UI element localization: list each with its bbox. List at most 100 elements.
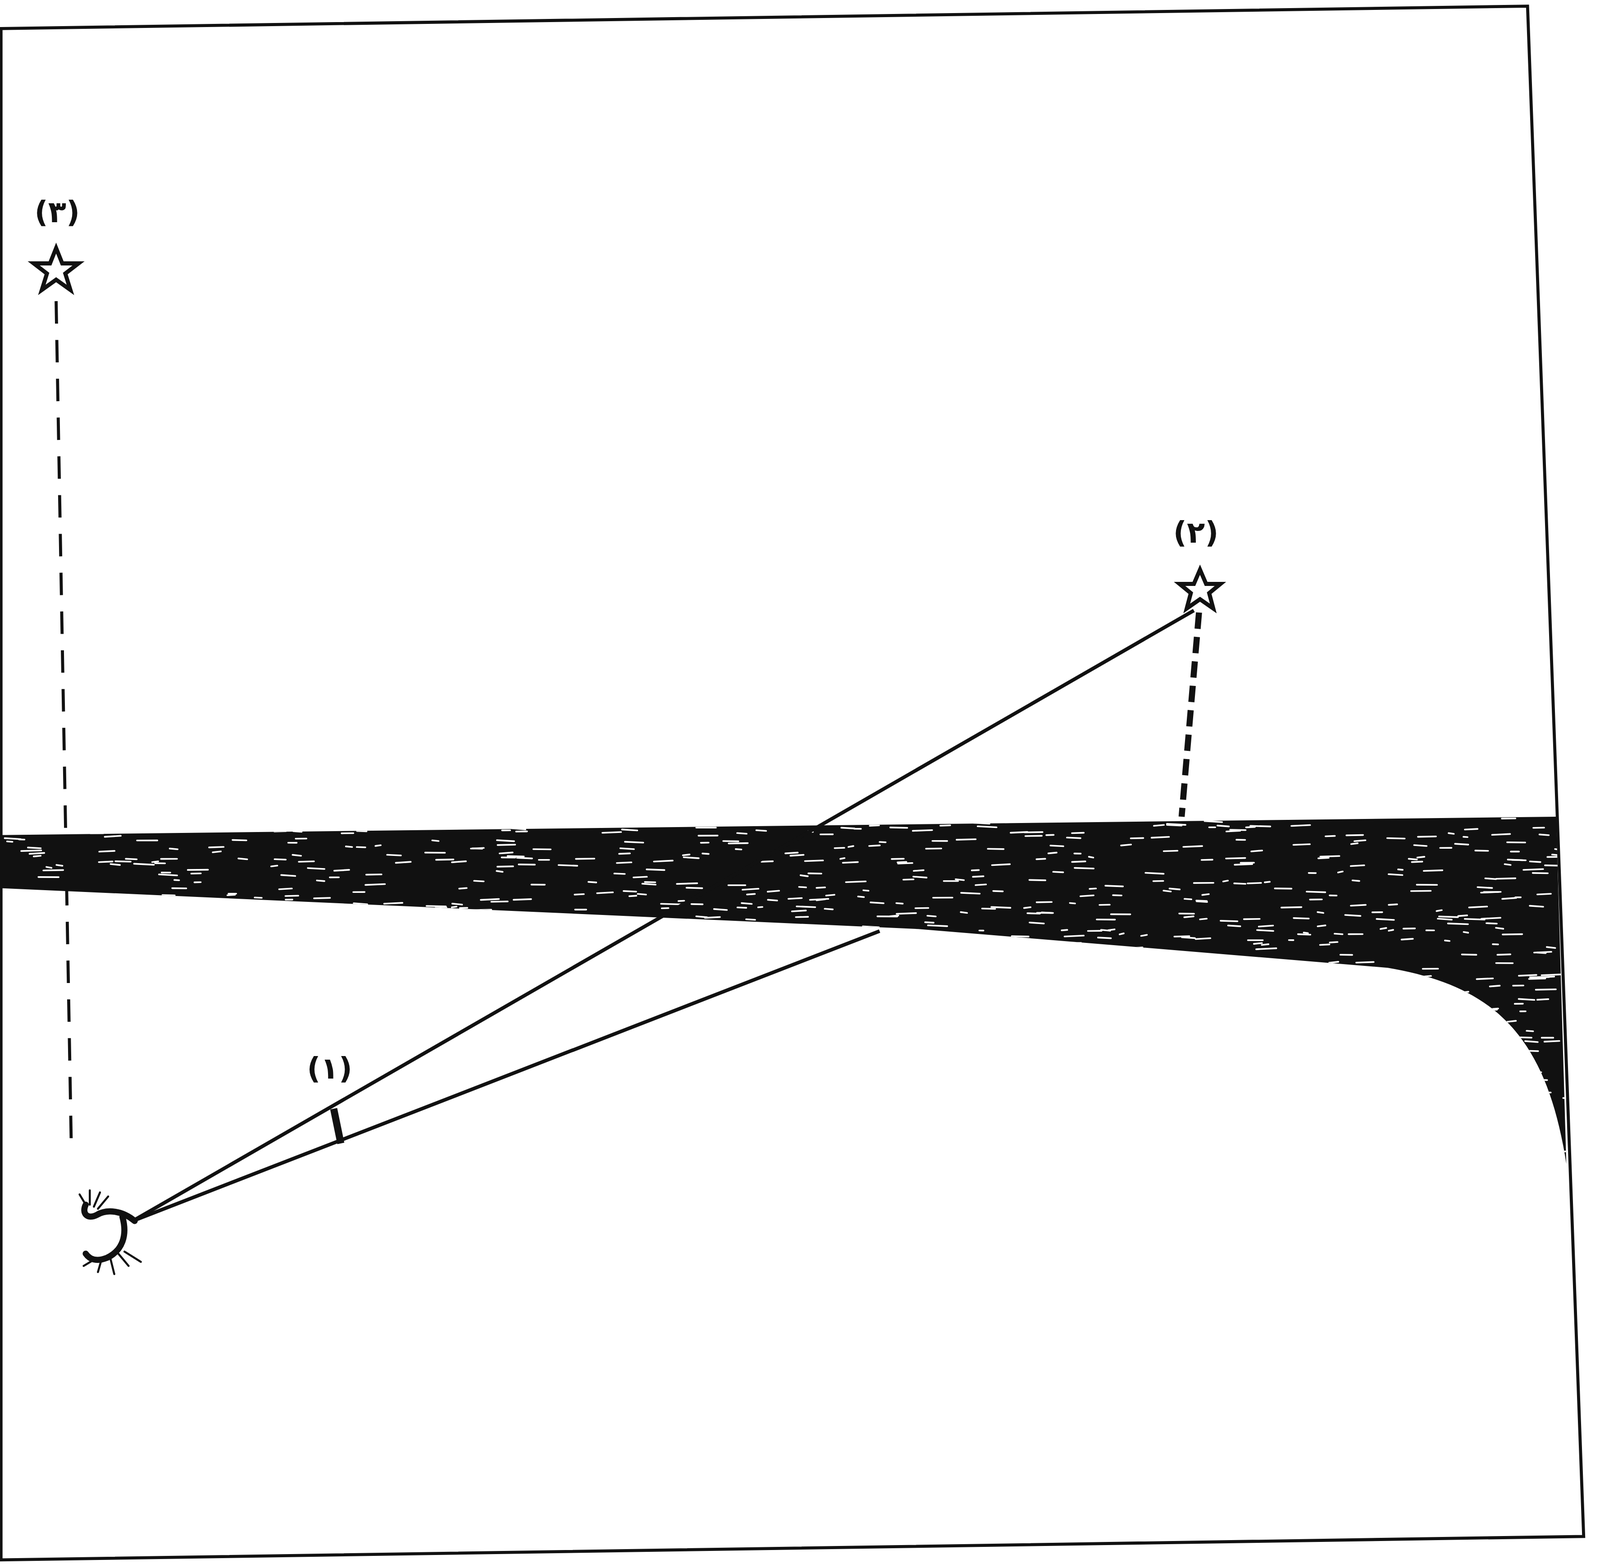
texture-streak — [417, 1067, 436, 1070]
texture-streak — [1177, 1112, 1191, 1114]
texture-streak — [1036, 857, 1046, 861]
texture-streak — [1132, 977, 1145, 979]
texture-streak — [100, 1116, 110, 1118]
texture-streak — [346, 846, 353, 847]
texture-streak — [4, 1049, 21, 1051]
texture-streak — [943, 879, 958, 882]
texture-streak — [816, 1138, 836, 1139]
texture-streak — [1481, 1069, 1500, 1071]
texture-streak — [1415, 1078, 1425, 1081]
texture-streak — [574, 893, 584, 895]
texture-streak — [285, 894, 299, 897]
texture-streak — [1153, 1002, 1161, 1004]
texture-streak — [1461, 953, 1477, 956]
texture-streak — [727, 942, 744, 945]
texture-streak — [610, 1052, 616, 1054]
texture-streak — [1318, 857, 1329, 858]
texture-streak — [91, 948, 101, 950]
texture-streak — [61, 905, 78, 907]
texture-streak — [671, 1148, 689, 1149]
texture-streak — [246, 1122, 265, 1125]
texture-streak — [925, 920, 934, 924]
texture-streak — [398, 1070, 408, 1072]
texture-streak — [679, 975, 686, 977]
texture-streak — [266, 900, 273, 903]
texture-streak — [452, 903, 463, 905]
texture-streak — [1437, 918, 1452, 920]
texture-streak — [1277, 1007, 1284, 1009]
texture-streak — [956, 838, 976, 840]
texture-streak — [1506, 1071, 1524, 1073]
texture-streak — [90, 1002, 110, 1004]
texture-streak — [947, 971, 957, 973]
texture-streak — [1534, 951, 1552, 953]
texture-streak — [177, 1059, 197, 1061]
texture-streak — [1385, 994, 1392, 996]
texture-streak — [70, 982, 92, 985]
texture-streak — [7, 841, 13, 842]
texture-streak — [833, 1041, 843, 1044]
texture-streak — [1083, 1010, 1097, 1012]
texture-streak — [1205, 1045, 1225, 1047]
texture-streak — [992, 1062, 1003, 1065]
texture-streak — [816, 887, 826, 888]
texture-streak — [538, 970, 551, 973]
texture-streak — [381, 951, 396, 954]
texture-streak — [1363, 971, 1381, 974]
texture-streak — [1312, 973, 1326, 975]
texture-streak — [1417, 835, 1436, 838]
texture-streak — [1165, 1002, 1181, 1004]
texture-streak — [1056, 985, 1072, 987]
texture-streak — [467, 1008, 475, 1009]
texture-streak — [1295, 978, 1300, 981]
texture-streak — [292, 827, 313, 829]
texture-streak — [580, 1114, 586, 1117]
texture-streak — [351, 824, 372, 827]
texture-streak — [1570, 1140, 1588, 1142]
texture-streak — [812, 973, 820, 975]
texture-streak — [1296, 992, 1303, 994]
texture-streak — [1412, 1070, 1425, 1072]
texture-streak — [507, 957, 522, 959]
texture-streak — [1320, 943, 1330, 945]
texture-streak — [1317, 911, 1324, 913]
texture-streak — [1200, 1138, 1214, 1140]
texture-streak — [614, 1048, 623, 1049]
texture-streak — [1281, 906, 1302, 909]
texture-streak — [1251, 1093, 1260, 1094]
texture-streak — [89, 1116, 110, 1118]
texture-streak — [1525, 1149, 1539, 1151]
texture-streak — [424, 980, 430, 982]
texture-streak — [1344, 1125, 1354, 1127]
texture-streak — [272, 1080, 282, 1083]
texture-streak — [890, 826, 908, 829]
texture-streak — [1080, 1099, 1087, 1102]
texture-streak — [738, 1048, 748, 1049]
texture-streak — [1216, 979, 1236, 981]
texture-streak — [395, 861, 411, 863]
texture-streak — [440, 1110, 452, 1113]
texture-streak — [1050, 1128, 1057, 1130]
texture-streak — [630, 1021, 638, 1023]
texture-streak — [402, 1050, 416, 1053]
texture-streak — [491, 900, 508, 903]
texture-streak — [1126, 1069, 1132, 1072]
texture-streak — [727, 945, 734, 947]
texture-streak — [57, 1087, 64, 1090]
texture-streak — [241, 1030, 252, 1032]
texture-streak — [1455, 1012, 1469, 1015]
texture-streak — [1426, 929, 1434, 931]
texture-streak — [930, 1094, 945, 1097]
texture-streak — [77, 976, 97, 979]
texture-streak — [831, 935, 838, 937]
band-texture — [1, 816, 1588, 1164]
texture-streak — [763, 943, 776, 946]
texture-streak — [1122, 1114, 1136, 1117]
texture-streak — [1516, 1036, 1532, 1038]
texture-streak — [34, 911, 43, 913]
texture-streak — [1256, 1054, 1275, 1057]
texture-streak — [796, 906, 816, 908]
texture-streak — [1021, 972, 1031, 975]
texture-streak — [340, 983, 349, 985]
texture-streak — [1130, 947, 1143, 948]
